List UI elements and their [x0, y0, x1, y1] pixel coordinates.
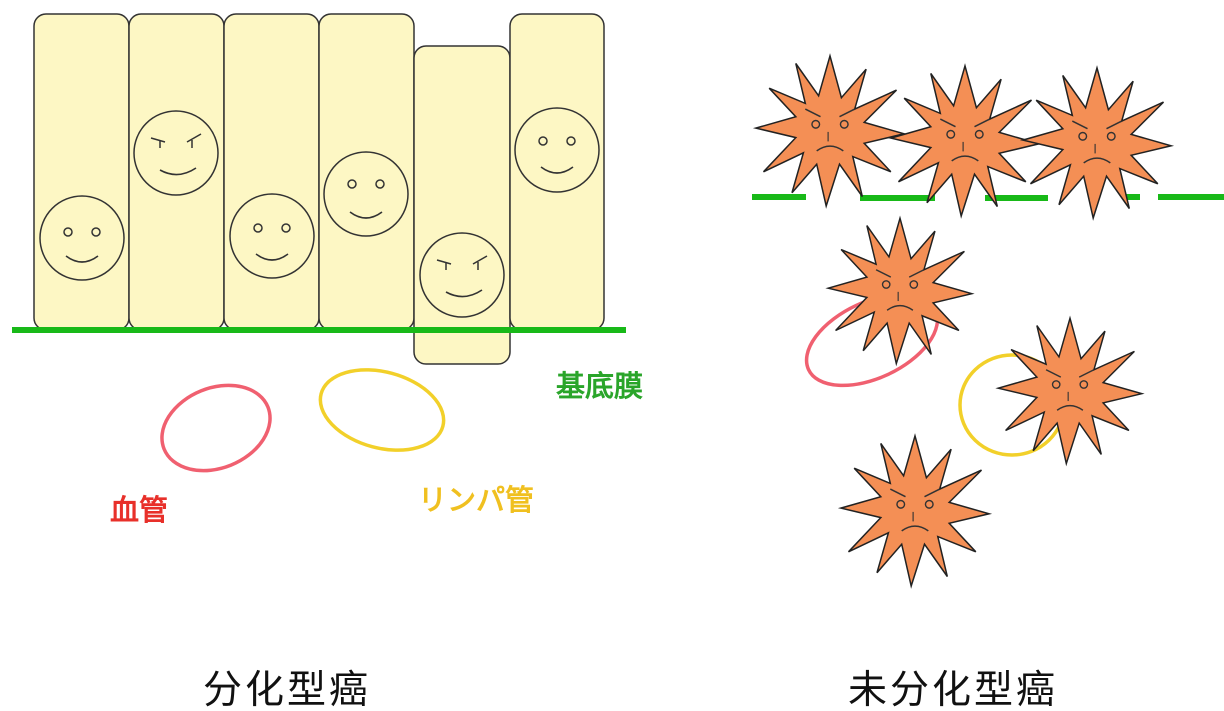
cancer-cell-icon — [890, 65, 1040, 217]
cancer-cell-icon — [755, 55, 905, 207]
columnar-cell-6 — [509, 13, 605, 331]
smiling-face-icon — [323, 151, 409, 237]
blood-vessel-ellipse — [160, 383, 272, 473]
blood-vessel-label: 血管 — [110, 493, 168, 527]
broken-basement-membrane — [752, 194, 1224, 201]
smirking-face-icon — [133, 110, 219, 196]
smirking-face-icon — [419, 232, 505, 318]
smiling-face-icon — [229, 193, 315, 279]
undifferentiated-panel: 未分化型癌 — [752, 55, 1224, 711]
columnar-cell-5 — [413, 45, 511, 365]
lymph-vessel-label: リンパ管 — [418, 483, 534, 517]
undifferentiated-caption: 未分化型癌 — [848, 668, 1058, 711]
cancer-cell-icon — [997, 317, 1143, 465]
cancer-cell-icon — [840, 435, 990, 587]
basement-membrane-label: 基底膜 — [556, 369, 643, 403]
lymph-vessel-ellipse — [318, 368, 446, 452]
smiling-face-icon — [514, 107, 600, 193]
cancer-cell-icon — [827, 217, 973, 365]
columnar-cell-3 — [223, 13, 320, 331]
differentiated-panel: 基底膜 血管 リンパ管 分化型癌 — [12, 13, 643, 711]
columnar-cell-1 — [33, 13, 130, 331]
differentiated-caption: 分化型癌 — [203, 668, 371, 711]
columnar-cell-4 — [318, 13, 415, 331]
smiling-face-icon — [39, 195, 125, 281]
columnar-cell-2 — [128, 13, 225, 331]
